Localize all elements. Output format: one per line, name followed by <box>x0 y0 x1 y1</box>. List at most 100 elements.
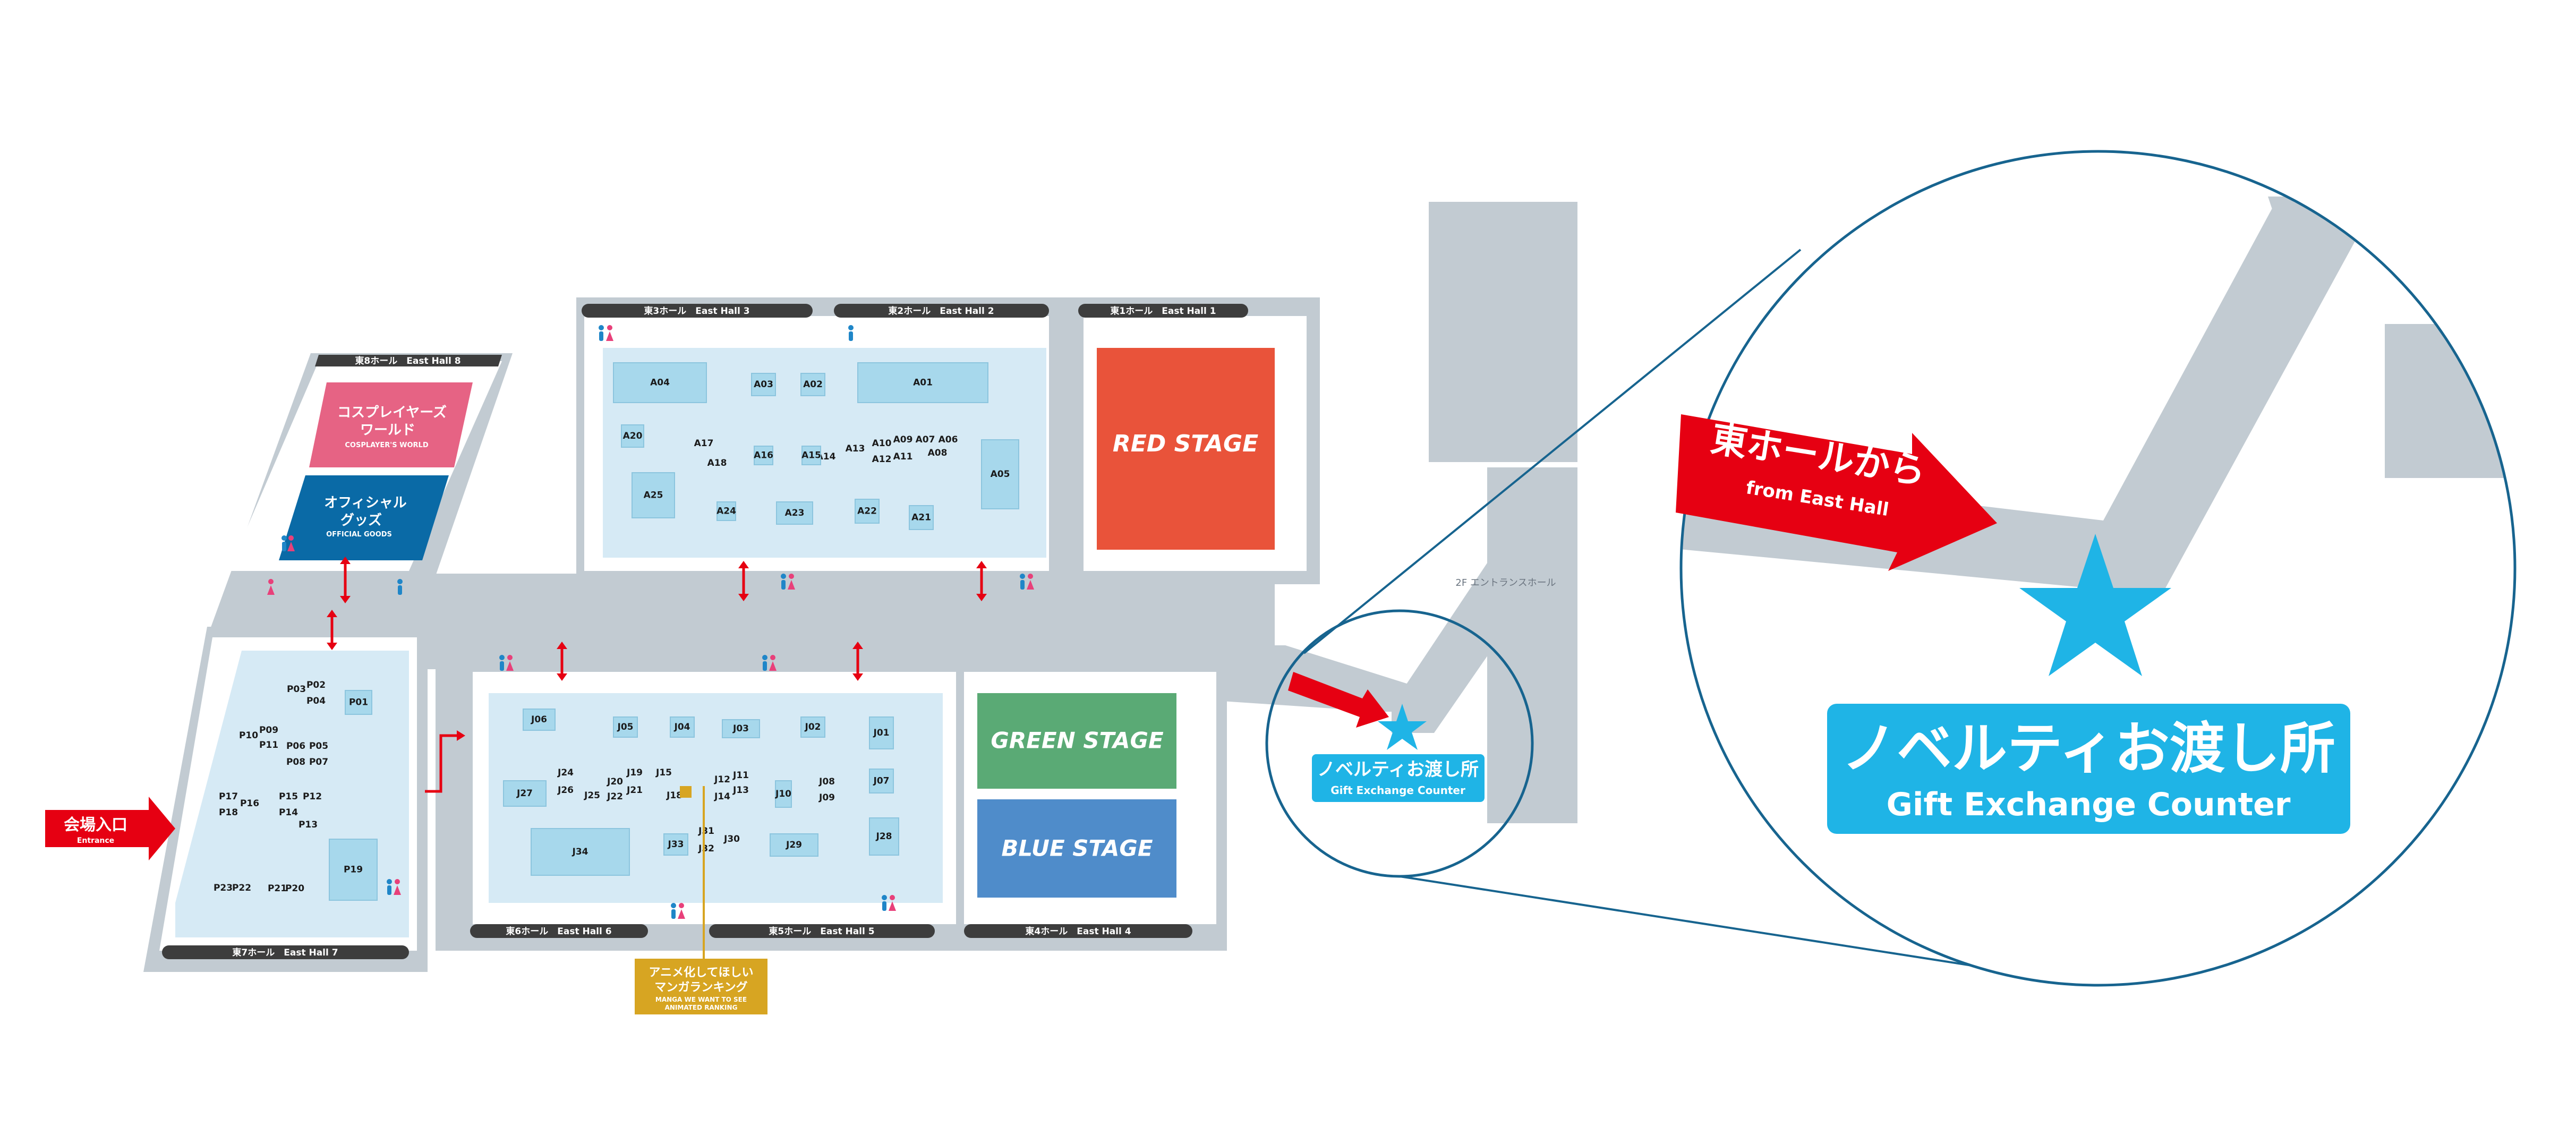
booth-label-j24: J24 <box>557 767 574 778</box>
restroom-icon <box>599 325 613 341</box>
booth-label-j19: J19 <box>626 767 643 778</box>
booth-label-j32: J32 <box>698 843 714 854</box>
booth-j27[interactable] <box>503 780 547 807</box>
booth-label-p21: P21 <box>268 883 287 894</box>
booth-a01[interactable] <box>857 362 988 403</box>
booth-a02[interactable] <box>800 373 825 396</box>
large-gift-label-en: Gift Exchange Counter <box>1887 786 2291 823</box>
booth-label-j10: J10 <box>775 789 791 799</box>
booth-a21[interactable] <box>909 505 934 530</box>
booth-label-j09: J09 <box>818 792 835 803</box>
booth-label-j04: J04 <box>674 722 690 732</box>
booth-label-j05: J05 <box>617 722 634 732</box>
booths-layer: A01A02A03A04A05A06A07A08A09A10A11A12A13A… <box>214 362 1019 901</box>
booth-label-p04: P04 <box>306 696 326 706</box>
booth-j01[interactable] <box>869 716 894 749</box>
booth-label-p19: P19 <box>344 865 363 875</box>
booth-a03[interactable] <box>751 373 776 396</box>
booth-label-p02: P02 <box>306 680 326 690</box>
booth-j04[interactable] <box>670 716 695 738</box>
entrance-label-en: Entrance <box>77 837 114 845</box>
venue-entrance[interactable]: 会場入口 Entrance <box>45 797 175 860</box>
red-stage-label: RED STAGE <box>1113 430 1258 457</box>
large-gift-label-jp: ノベルティお渡し所 <box>1841 716 2335 781</box>
entrance-hall-label: 2F エントランスホール <box>1455 577 1556 588</box>
booth-a16[interactable] <box>754 446 773 465</box>
booth-a25[interactable] <box>632 472 675 518</box>
manga-ranking-area[interactable]: アニメ化してほしい マンガランキング MANGA WE WANT TO SEE … <box>635 786 767 1014</box>
booth-j06[interactable] <box>523 709 556 731</box>
small-direction-arrow <box>1288 672 1389 728</box>
booth-label-a24: A24 <box>716 506 736 517</box>
small-lens: ノベルティお渡し所 Gift Exchange Counter <box>1265 609 1534 878</box>
booth-label-a09: A09 <box>893 434 913 445</box>
booth-label-a01: A01 <box>913 378 933 388</box>
booth-label-j26: J26 <box>557 785 574 796</box>
booth-j10[interactable] <box>775 780 792 808</box>
hall-8-label: 東8ホール East Hall 8 <box>355 355 460 366</box>
booth-p01[interactable] <box>345 690 372 715</box>
booth-a20[interactable] <box>621 424 644 448</box>
booth-label-a06: A06 <box>939 434 958 445</box>
cosplayers-world-area[interactable]: コスプレイヤーズ ワールド COSPLAYER'S WORLD <box>309 382 473 467</box>
hall-6-label: 東6ホール East Hall 6 <box>506 926 611 937</box>
booth-label-a17: A17 <box>694 438 714 449</box>
booth-a22[interactable] <box>855 499 880 524</box>
booth-j29[interactable] <box>770 833 818 857</box>
restroom-icon <box>267 579 275 595</box>
booth-label-a03: A03 <box>754 379 773 390</box>
booth-label-j01: J01 <box>873 728 890 738</box>
booth-label-p17: P17 <box>219 791 238 802</box>
cosplay-label-jp: コスプレイヤーズ <box>337 404 447 421</box>
booth-label-p13: P13 <box>298 820 318 830</box>
booth-label-a13: A13 <box>846 443 865 454</box>
booth-label-a20: A20 <box>623 431 643 441</box>
booth-label-p03: P03 <box>287 684 306 695</box>
booth-p19[interactable] <box>329 839 378 901</box>
large-gift-counter[interactable]: ノベルティお渡し所 Gift Exchange Counter <box>1827 704 2350 834</box>
restroom-icon <box>1020 574 1034 590</box>
booth-label-j28: J28 <box>876 831 892 842</box>
booth-label-j33: J33 <box>668 839 684 850</box>
red-stage[interactable]: RED STAGE <box>1097 348 1275 550</box>
small-gift-label-en: Gift Exchange Counter <box>1330 784 1465 797</box>
booth-j07[interactable] <box>869 769 894 793</box>
booth-label-j02: J02 <box>805 722 821 732</box>
booth-label-p01: P01 <box>349 697 368 708</box>
booth-label-p06: P06 <box>286 741 305 752</box>
booth-label-a12: A12 <box>872 454 892 465</box>
booth-j02[interactable] <box>800 716 825 738</box>
small-gift-label-jp: ノベルティお渡し所 <box>1317 759 1479 780</box>
booth-label-p05: P05 <box>309 741 328 752</box>
large-lens: 東ホールから from East Hall ノベルティお渡し所 Gift Exc… <box>1676 150 2517 987</box>
restroom-icon <box>671 903 685 919</box>
small-gift-counter[interactable]: ノベルティお渡し所 Gift Exchange Counter <box>1312 754 1485 802</box>
booth-label-p12: P12 <box>303 791 322 802</box>
booth-label-p10: P10 <box>239 730 258 741</box>
booth-label-a25: A25 <box>644 490 663 501</box>
hall-5-label: 東5ホール East Hall 5 <box>769 926 874 937</box>
booth-a04[interactable] <box>613 362 707 403</box>
booth-label-j31: J31 <box>698 826 714 837</box>
booth-j05[interactable] <box>613 716 638 738</box>
booth-label-j07: J07 <box>873 776 890 787</box>
booth-j28[interactable] <box>869 817 899 856</box>
booth-a23[interactable] <box>776 501 813 525</box>
green-stage[interactable]: GREEN STAGE <box>977 693 1176 789</box>
booth-j03[interactable] <box>722 719 760 738</box>
booth-a15[interactable] <box>801 446 821 465</box>
lens-connector-top <box>1303 249 1802 654</box>
booth-j33[interactable] <box>663 833 688 856</box>
booth-a05[interactable] <box>981 439 1019 509</box>
blue-stage[interactable]: BLUE STAGE <box>977 799 1176 898</box>
booth-label-p08: P08 <box>286 757 305 767</box>
official-goods-area[interactable]: オフィシャル グッズ OFFICIAL GOODS <box>279 475 449 560</box>
booth-label-a07: A07 <box>916 434 935 445</box>
hall-1-label: 東1ホール East Hall 1 <box>1110 305 1216 317</box>
booth-label-j34: J34 <box>572 847 588 857</box>
booth-a24[interactable] <box>716 501 736 521</box>
hall-2-label: 東2ホール East Hall 2 <box>888 305 994 317</box>
blue-stage-label: BLUE STAGE <box>1001 835 1153 861</box>
restroom-icon <box>499 655 514 671</box>
booth-j34[interactable] <box>531 828 630 876</box>
